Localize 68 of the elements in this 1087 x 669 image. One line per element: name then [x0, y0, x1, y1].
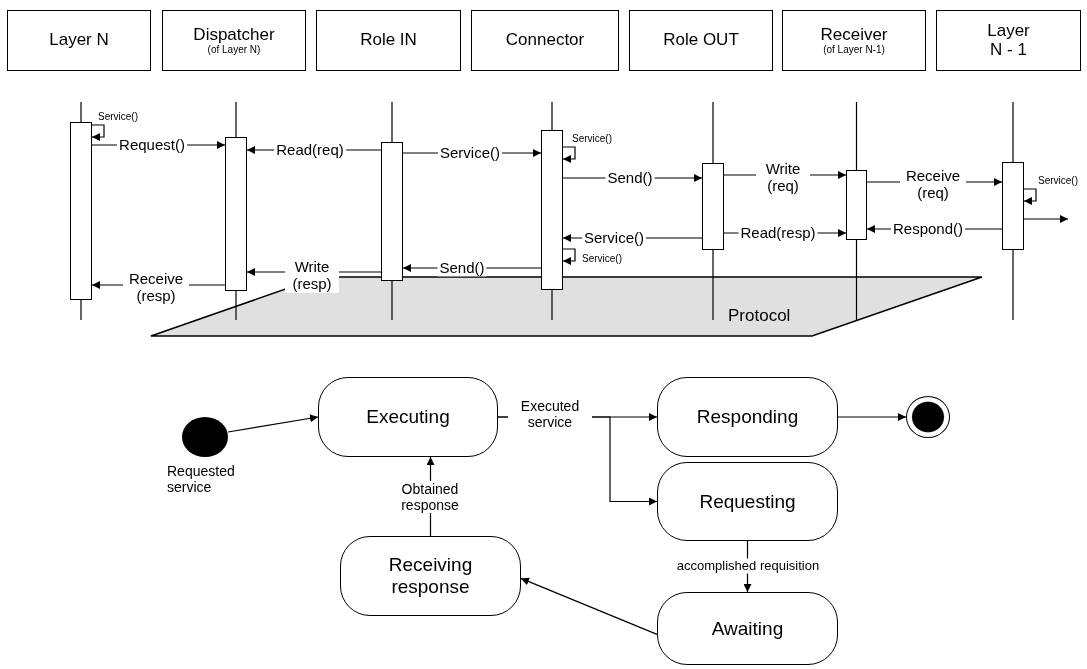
lifeline-name: Layer N: [49, 31, 109, 50]
edge-label: Send(): [605, 169, 655, 187]
edge-label: Read(resp): [738, 224, 818, 242]
self-message-arrow: [562, 248, 576, 265]
state-box: Awaiting: [657, 592, 838, 665]
plane-label: Protocol: [728, 306, 791, 326]
activation-bar: [1002, 162, 1024, 250]
edge-label: Service(): [1036, 175, 1080, 187]
arrow: [866, 225, 1003, 233]
activation-bar: [225, 137, 247, 291]
lifeline-name: Receiver: [820, 25, 888, 45]
lifeline-header: [7, 10, 151, 71]
self-message-arrow: [1023, 188, 1037, 205]
state-caption: Requested service: [167, 463, 236, 496]
lifeline-name: Layer N - 1: [986, 21, 1031, 60]
final-state-bullseye: [906, 396, 950, 438]
state-box: Receiving response: [340, 536, 521, 616]
activation-bar: [541, 130, 563, 290]
edge-label: Respond(): [891, 220, 965, 238]
state-box: Requesting: [657, 462, 838, 541]
arrow: [562, 234, 703, 242]
lifeline-header: [629, 10, 773, 71]
activation-bar: [846, 170, 867, 240]
arrow: [866, 178, 1003, 186]
activation-bar: [70, 122, 92, 300]
activation-bar: [702, 163, 724, 250]
lifeline-name: Role OUT: [663, 31, 739, 50]
arrow: [91, 141, 226, 149]
initial-state-dot: [182, 417, 228, 457]
lifeline-subtitle: (of Layer N-1): [823, 44, 885, 56]
self-message-arrow: [562, 146, 576, 163]
lifeline-name: Connector: [505, 31, 585, 50]
lifeline-header: [471, 10, 619, 71]
edge-label: Read(req): [274, 141, 346, 159]
edge-label: Service(): [570, 133, 614, 145]
lifeline-header: [316, 10, 461, 71]
self-message-arrow: [91, 124, 105, 141]
state-box: Responding: [657, 377, 838, 457]
activation-bar: [381, 142, 403, 281]
edge-label: Service(): [582, 229, 646, 247]
edge-label: Send(): [437, 259, 487, 277]
arrow: [497, 416, 658, 506]
edge-label: Request(): [117, 136, 187, 154]
lifeline-header: [162, 10, 306, 71]
arrow: [723, 171, 847, 179]
state-box: Executing: [318, 377, 498, 457]
lifeline-subtitle: (of Layer N): [207, 44, 261, 56]
arrow: [837, 413, 907, 421]
lifeline-header: [782, 10, 926, 71]
edge-label: Service(): [438, 144, 502, 162]
arrow: [520, 577, 658, 635]
arrow: [723, 229, 847, 237]
arrow: [246, 268, 382, 276]
arrow: [562, 174, 703, 182]
edge-label: Service(): [96, 111, 140, 123]
arrow: [402, 264, 542, 272]
arrow: [1023, 215, 1069, 223]
edge-label: Service(): [580, 253, 624, 265]
arrow: [246, 146, 382, 154]
lifeline-name: Dispatcher: [193, 25, 275, 45]
arrow: [91, 281, 226, 289]
arrow: [402, 149, 542, 157]
edge-label: accomplished requisition: [674, 558, 822, 574]
arrow: [227, 414, 319, 433]
arrow: [743, 540, 752, 593]
arrow: [426, 456, 435, 537]
lifeline-name: Role IN: [360, 31, 417, 50]
lifeline-header: [936, 10, 1081, 71]
